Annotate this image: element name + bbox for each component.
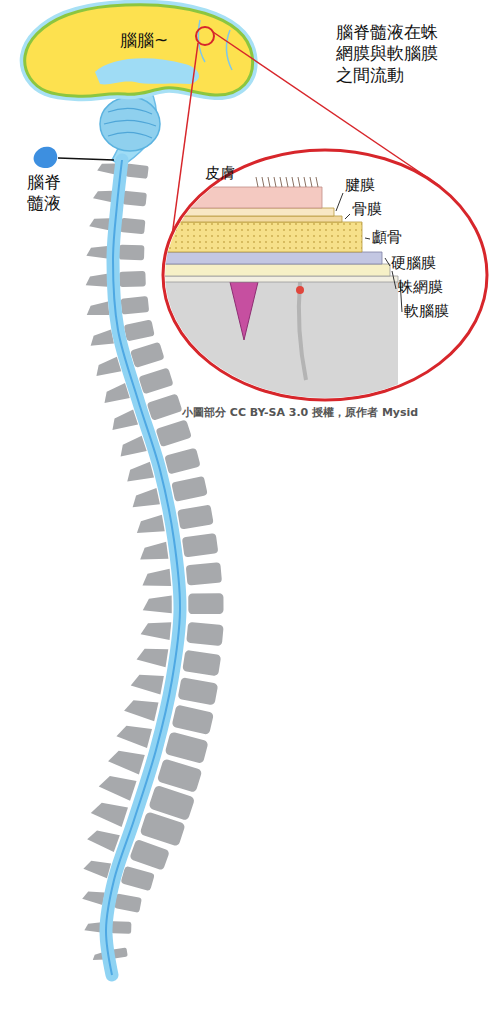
callout-note: 腦脊髓液在蛛 網膜與軟腦膜 之間流動 <box>336 22 448 86</box>
part-label: 蛛網膜 <box>398 278 443 297</box>
part-label: 顱骨 <box>372 228 402 247</box>
csf-blob <box>34 147 58 168</box>
zoom-circle <box>196 27 214 45</box>
part-label: 腦腦~ <box>120 30 168 51</box>
part-label: 軟腦膜 <box>404 302 449 321</box>
part-label: 腦脊 髓液 <box>27 172 67 215</box>
part-label: 硬腦膜 <box>391 254 436 273</box>
label-leaders <box>336 193 402 312</box>
part-label: 皮膚 <box>205 164 235 183</box>
credit-note: 小圖部分 CC BY-SA 3.0 授權，原作者 Mysid <box>182 406 418 420</box>
meninges-section <box>160 177 398 420</box>
leader-line <box>58 158 114 160</box>
brain <box>25 5 253 166</box>
part-label: 骨膜 <box>352 200 382 219</box>
part-label: 腱膜 <box>345 176 375 195</box>
